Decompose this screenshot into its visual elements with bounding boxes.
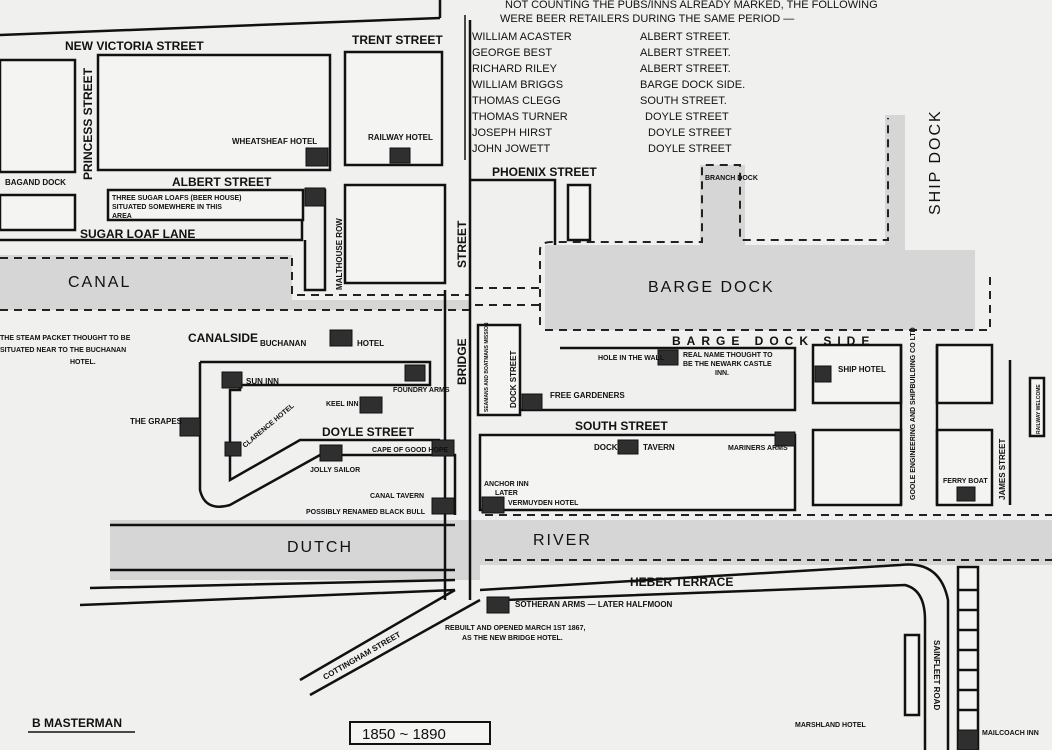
retailer-name: George Best: [472, 47, 552, 59]
retailer-street: Doyle Street: [648, 143, 732, 155]
street-label: South Street: [575, 419, 668, 433]
water-label: Dutch: [287, 539, 353, 556]
street-label: Doyle Street: [322, 425, 415, 439]
retailer-street: Doyle Street: [648, 127, 732, 139]
retailer-name: William Briggs: [472, 79, 563, 91]
pub-label: Marshland Hotel: [795, 722, 866, 729]
retailer-name: John Jowett: [472, 143, 550, 155]
retailer-name: William Acaster: [472, 31, 572, 43]
annotation: Possibly renamed Black Bull: [306, 509, 426, 516]
street-label: New Victoria Street: [65, 39, 204, 53]
author-signature: B Masterman: [32, 716, 122, 730]
annotation: Three Sugar Loafs (Beer House): [112, 195, 242, 202]
street-label: Phoenix Street: [492, 165, 597, 179]
pub-label: Canal Tavern: [370, 493, 424, 500]
pub-label: Ship Hotel: [838, 365, 886, 374]
annotation: Real name thought to: [683, 352, 773, 359]
street-label: Sainfleet Road: [932, 640, 941, 710]
street-label: Dock Street: [509, 351, 518, 408]
pub-label: Later: [495, 490, 518, 497]
annotation: situated near to the Buchanan: [0, 347, 126, 354]
water-label: Bagand Dock: [5, 178, 66, 187]
annotation: area: [112, 213, 132, 220]
pub-label: Buchanan: [260, 339, 306, 348]
street-labels: New Victoria Street Trent Street Princes…: [65, 33, 1007, 710]
water-labels: Canal Barge Dock Ship Dock Branch Dock B…: [5, 109, 944, 556]
street-label: Sugar Loaf Lane: [80, 227, 195, 241]
pub-label: Sun Inn: [246, 377, 279, 386]
water-label: Ship Dock: [927, 109, 944, 215]
street-label: Street: [455, 220, 469, 268]
pub-label: Hole in the Wall: [598, 355, 665, 362]
pub-label: Keel Inn: [326, 401, 359, 408]
water-label: Canal: [68, 274, 131, 291]
annotations: Three Sugar Loafs (Beer House) Situated …: [0, 195, 1042, 642]
retailer-name: Joseph Hirst: [472, 127, 552, 139]
pub-label: The Grapes: [130, 417, 183, 426]
pub-label: Ferry Boat: [943, 478, 988, 485]
pub-label: Dock: [594, 443, 618, 452]
annotation: Seamans and Boatmans Mission: [484, 322, 490, 412]
street-label: Albert Street: [172, 175, 272, 189]
annotation: Railway Welcome: [1036, 384, 1042, 434]
pub-label: Free Gardeners: [550, 391, 625, 400]
barge-dock: [475, 115, 991, 331]
pub-label: Sotheran Arms — Later Halfmoon: [515, 600, 673, 609]
date-range-box: 1850 ~ 1890: [349, 721, 491, 745]
retailer-name: Richard Riley: [472, 63, 558, 75]
retailer-street: Albert Street.: [640, 47, 731, 59]
retailer-street: Barge Dock Side.: [640, 79, 745, 91]
note-line-1: Not counting the pubs/inns already marke…: [505, 0, 878, 11]
street-label: Trent Street: [352, 33, 443, 47]
pub-markers: [179, 147, 979, 750]
annotation: Inn.: [715, 370, 729, 377]
pub-label: Mailcoach Inn: [982, 730, 1039, 737]
retailer-street: South Street.: [640, 95, 727, 107]
annotation: Hotel.: [70, 359, 96, 366]
water-label: Branch Dock: [705, 175, 758, 182]
retailer-street: Doyle Street: [645, 111, 729, 123]
pub-label: Tavern: [643, 443, 675, 452]
street-label: Barge Dock Side: [672, 334, 875, 348]
pub-label: Hotel: [357, 339, 384, 348]
street-label: Princess Street: [81, 67, 95, 180]
annotation: Goole Engineering and Shipbuilding Co Lt…: [910, 327, 917, 500]
street-label: Bridge: [455, 338, 469, 385]
annotation: Rebuilt and opened March 1st 1867,: [445, 625, 585, 632]
annotation: as the New Bridge Hotel.: [462, 635, 563, 642]
retailer-street: Albert Street.: [640, 31, 731, 43]
annotation: The Steam Packet thought to be: [0, 335, 131, 342]
street-label: Malthouse Row: [335, 218, 344, 290]
beer-retailers-note: Not counting the pubs/inns already marke…: [464, 0, 878, 160]
pub-label: Foundry Arms: [393, 387, 450, 394]
note-line-2: were beer retailers during the same peri…: [500, 13, 794, 25]
annotation: Situated somewhere in this: [112, 204, 222, 211]
pub-label: Clarence Hotel: [242, 402, 297, 449]
retailer-street: Albert Street.: [640, 63, 731, 75]
pub-label: Anchor Inn: [484, 481, 529, 488]
street-label: Canalside: [188, 331, 258, 345]
pub-label: Jolly Sailor: [310, 467, 360, 474]
street-label: Cottingham Street: [322, 630, 403, 682]
pub-label: Mariners Arms: [728, 445, 788, 452]
pub-label: Wheatsheaf Hotel: [232, 137, 317, 146]
water-label: Barge Dock: [648, 279, 775, 296]
date-range: 1850 ~ 1890: [362, 726, 446, 743]
retailer-name: Thomas Turner: [472, 111, 568, 123]
pub-label: Cape of Good Hope: [372, 447, 449, 454]
water-label: River: [533, 532, 592, 549]
retailer-name: Thomas Clegg: [472, 95, 561, 107]
pub-label: Vermuyden Hotel: [508, 500, 579, 507]
canal: [0, 255, 470, 311]
street-label: Heber Terrace: [630, 575, 733, 589]
street-label: James Street: [998, 439, 1007, 500]
annotation: be the Newark Castle: [683, 361, 772, 368]
pub-label: Railway Hotel: [368, 133, 433, 142]
